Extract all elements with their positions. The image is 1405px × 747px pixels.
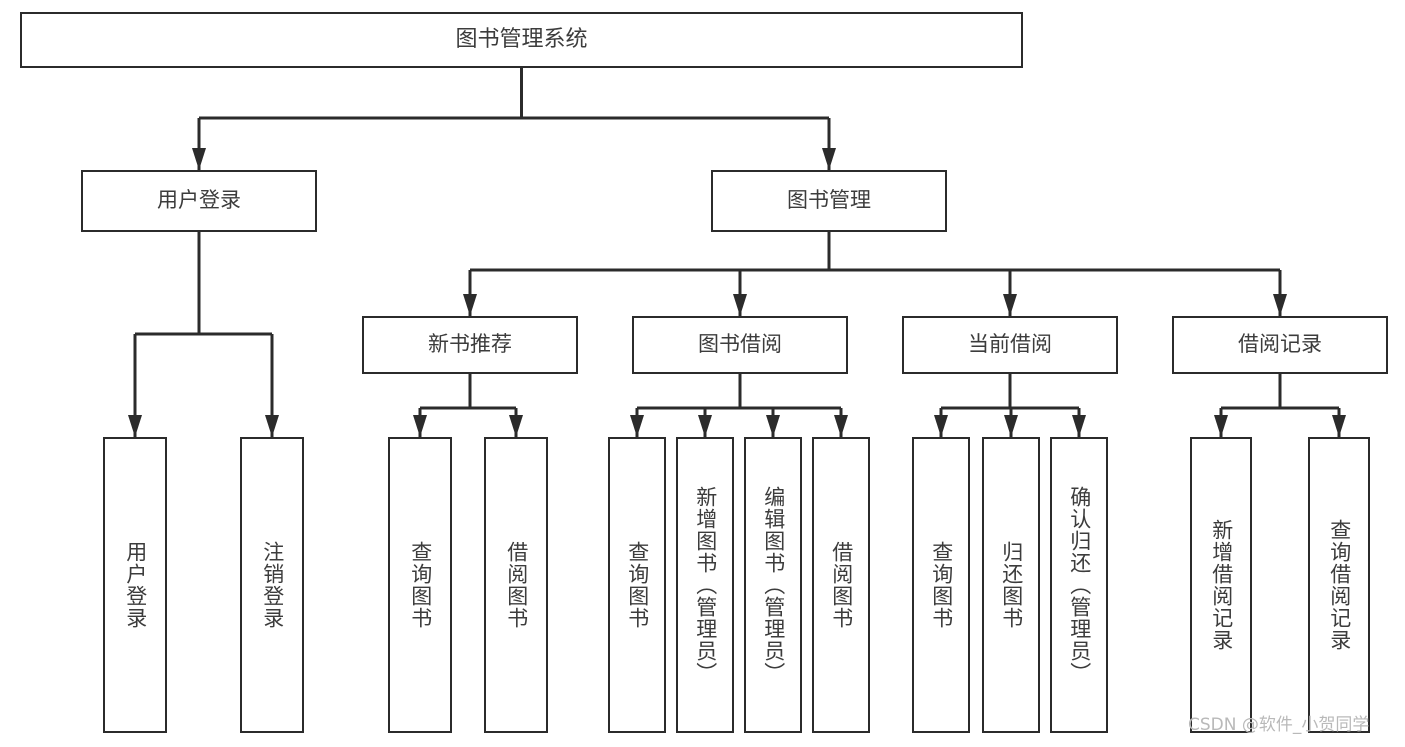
node-label: 新增借阅记录 bbox=[1209, 519, 1234, 651]
arrowhead-n_new_book_rec-0 bbox=[413, 415, 427, 437]
node-label: 图书管理 bbox=[787, 188, 871, 213]
node-n-borrow-record[interactable]: 借阅记录 bbox=[1172, 316, 1388, 374]
node-n-current-borrow[interactable]: 当前借阅 bbox=[902, 316, 1118, 374]
node-n-user-login[interactable]: 用户登录 bbox=[81, 170, 317, 232]
arrowhead-n_borrow_record-0 bbox=[1214, 415, 1228, 437]
arrowhead-n_current_borrow-0 bbox=[934, 415, 948, 437]
node-label: 借阅图书 bbox=[829, 541, 854, 629]
arrowhead-n_book_mgmt-1 bbox=[733, 294, 747, 316]
node-label: 查询图书 bbox=[625, 541, 650, 629]
node-label: 查询图书 bbox=[929, 541, 954, 629]
node-n-new-book-rec[interactable]: 新书推荐 bbox=[362, 316, 578, 374]
node-l-user-logout[interactable]: 注销登录 bbox=[240, 437, 304, 733]
node-label: 查询借阅记录 bbox=[1327, 519, 1352, 651]
node-l-query-book-3[interactable]: 查询图书 bbox=[912, 437, 970, 733]
edges-group bbox=[128, 68, 1346, 437]
arrowhead-n_book_mgmt-2 bbox=[1003, 294, 1017, 316]
node-label: 确认归还（管理员） bbox=[1067, 486, 1092, 684]
node-root[interactable]: 图书管理系统 bbox=[20, 12, 1023, 68]
node-l-confirm-return[interactable]: 确认归还（管理员） bbox=[1050, 437, 1108, 733]
node-label: 图书管理系统 bbox=[455, 26, 588, 52]
node-l-add-record[interactable]: 新增借阅记录 bbox=[1190, 437, 1252, 733]
arrowhead-n_user_login-1 bbox=[265, 415, 279, 437]
arrowhead-n_book_mgmt-3 bbox=[1273, 294, 1287, 316]
node-label: 归还图书 bbox=[999, 541, 1024, 629]
arrowhead-root-0 bbox=[192, 148, 206, 170]
node-l-borrow-book-2[interactable]: 借阅图书 bbox=[812, 437, 870, 733]
node-l-edit-book[interactable]: 编辑图书（管理员） bbox=[744, 437, 802, 733]
node-label: 借阅图书 bbox=[504, 541, 529, 629]
node-n-book-borrow[interactable]: 图书借阅 bbox=[632, 316, 848, 374]
node-label: 当前借阅 bbox=[968, 332, 1052, 357]
arrowhead-root-1 bbox=[822, 148, 836, 170]
node-label: 编辑图书（管理员） bbox=[761, 486, 786, 684]
node-label: 查询图书 bbox=[408, 541, 433, 629]
arrowhead-n_new_book_rec-1 bbox=[509, 415, 523, 437]
node-l-user-login[interactable]: 用户登录 bbox=[103, 437, 167, 733]
node-label: 用户登录 bbox=[157, 188, 241, 213]
arrowhead-n_book_borrow-2 bbox=[766, 415, 780, 437]
node-label: 用户登录 bbox=[123, 541, 148, 629]
arrowhead-n_book_borrow-3 bbox=[834, 415, 848, 437]
node-l-add-book[interactable]: 新增图书（管理员） bbox=[676, 437, 734, 733]
csdn-watermark: CSDN @软件_小贺同学 bbox=[1188, 715, 1370, 735]
node-l-query-book-2[interactable]: 查询图书 bbox=[608, 437, 666, 733]
node-label: 新增图书（管理员） bbox=[693, 486, 718, 684]
node-label: 注销登录 bbox=[260, 541, 285, 629]
node-l-return-book[interactable]: 归还图书 bbox=[982, 437, 1040, 733]
node-l-query-record[interactable]: 查询借阅记录 bbox=[1308, 437, 1370, 733]
arrowhead-n_current_borrow-2 bbox=[1072, 415, 1086, 437]
node-label: 借阅记录 bbox=[1238, 332, 1322, 357]
arrowhead-n_book_mgmt-0 bbox=[463, 294, 477, 316]
arrowhead-n_book_borrow-0 bbox=[630, 415, 644, 437]
arrowhead-n_current_borrow-1 bbox=[1004, 415, 1018, 437]
arrowhead-n_book_borrow-1 bbox=[698, 415, 712, 437]
node-label: 图书借阅 bbox=[698, 332, 782, 357]
arrowhead-n_borrow_record-1 bbox=[1332, 415, 1346, 437]
node-n-book-mgmt[interactable]: 图书管理 bbox=[711, 170, 947, 232]
node-l-borrow-book-1[interactable]: 借阅图书 bbox=[484, 437, 548, 733]
node-l-query-book-1[interactable]: 查询图书 bbox=[388, 437, 452, 733]
node-label: 新书推荐 bbox=[428, 332, 512, 357]
arrowhead-n_user_login-0 bbox=[128, 415, 142, 437]
